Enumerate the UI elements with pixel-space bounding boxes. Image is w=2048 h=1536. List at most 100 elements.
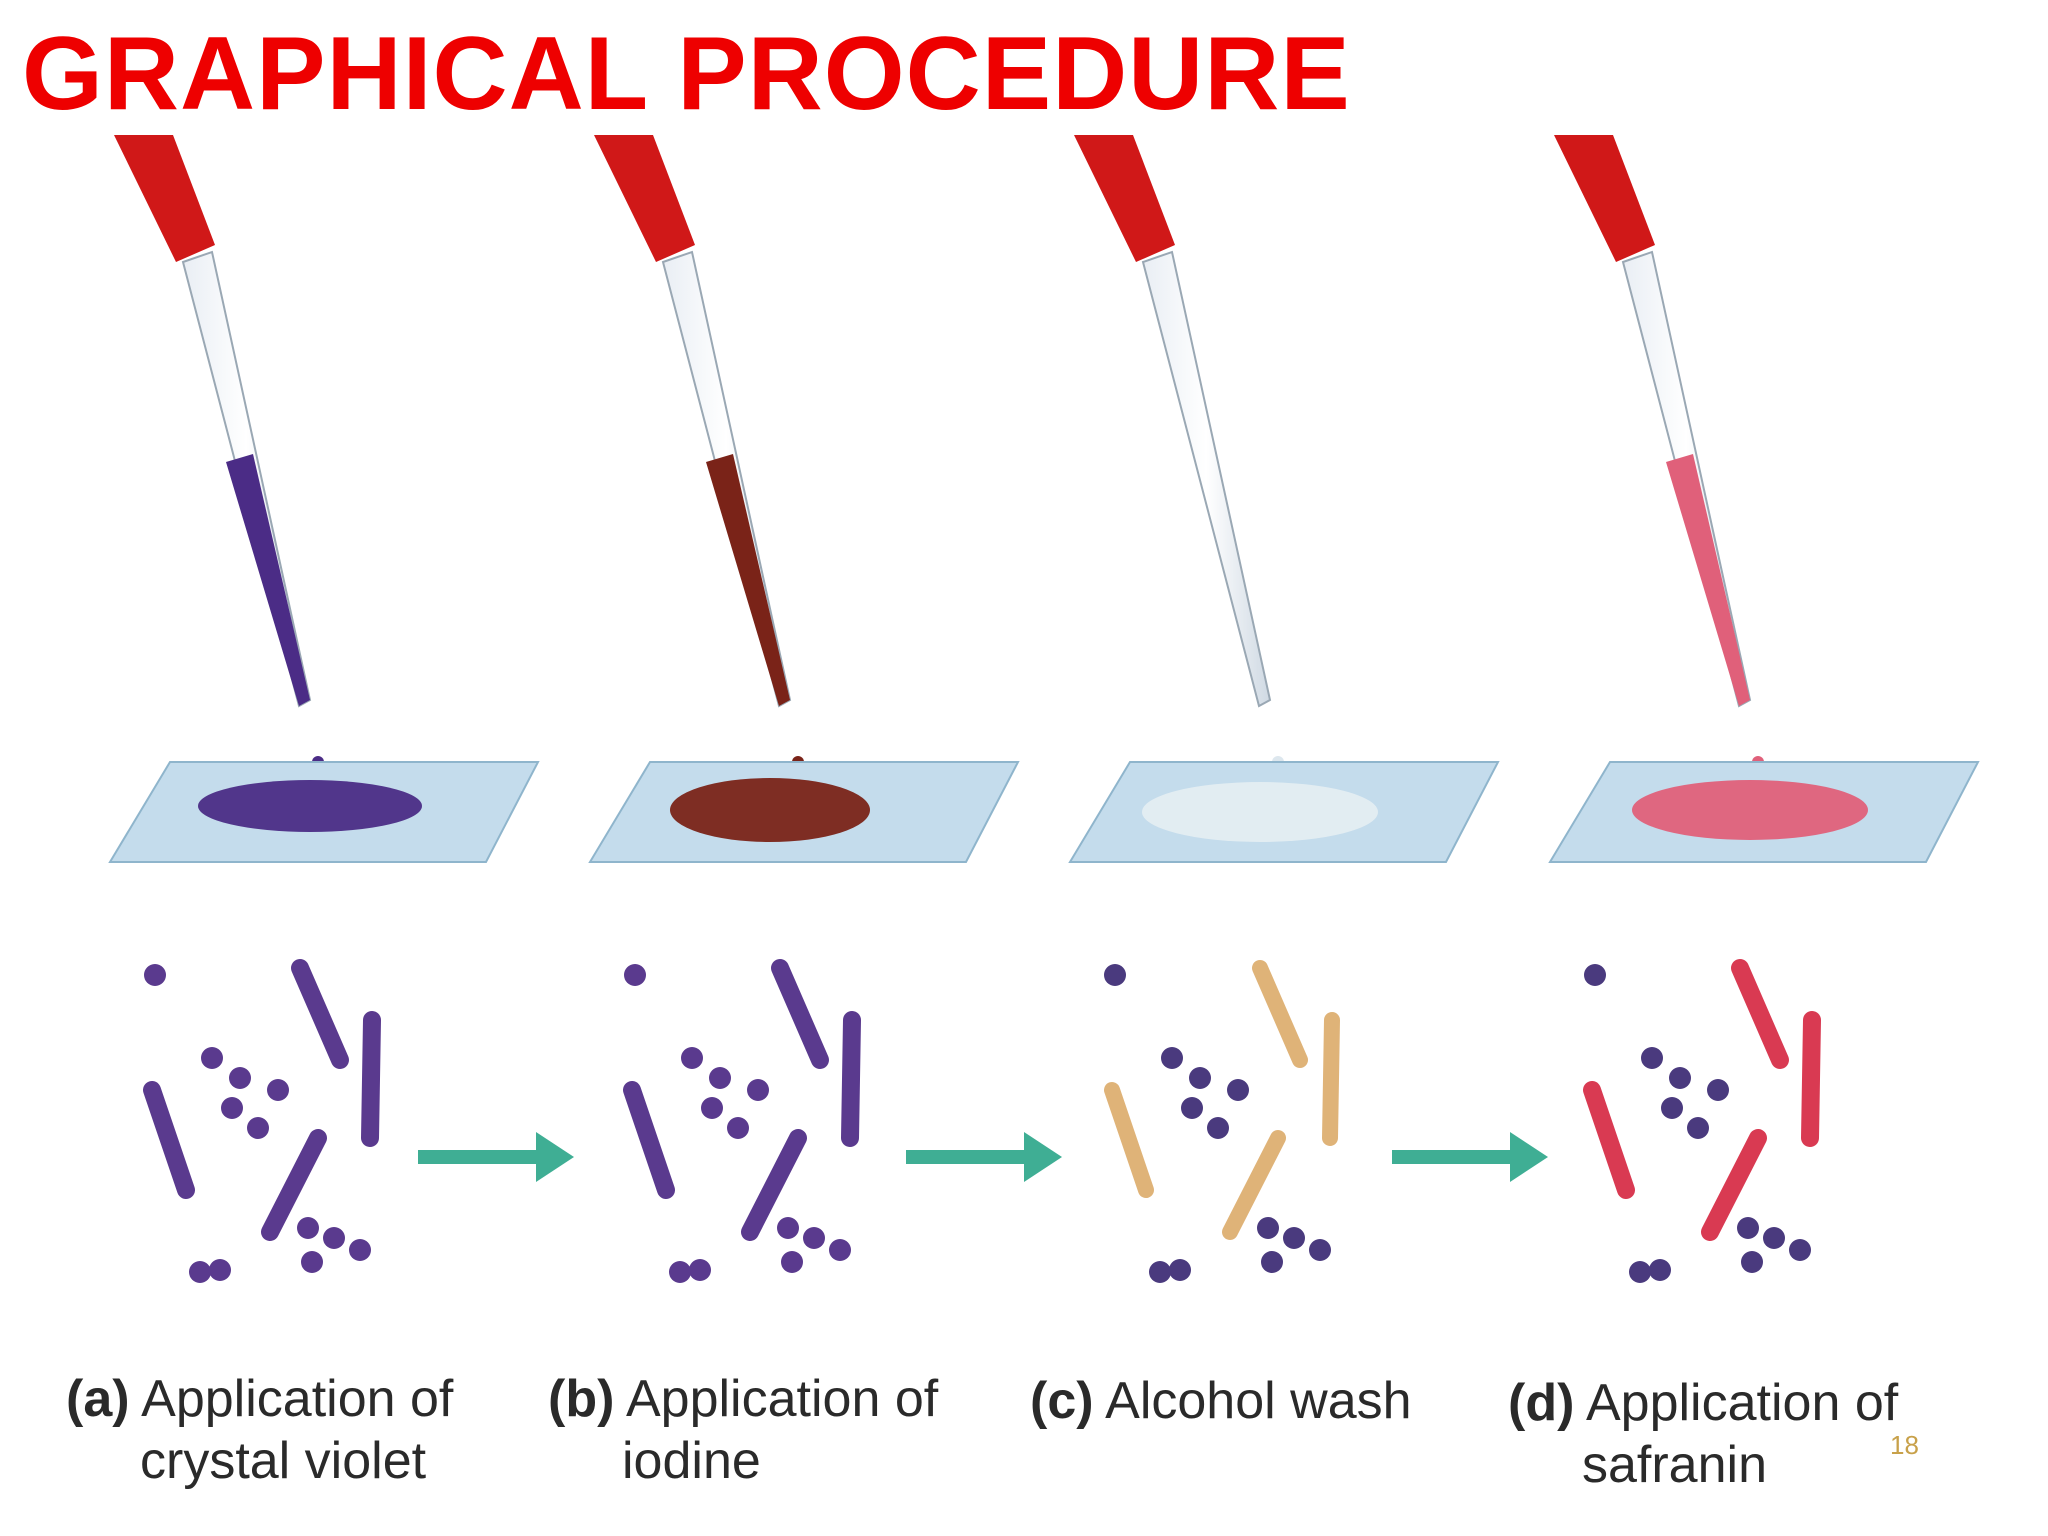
stain-b: [670, 778, 870, 842]
page-number: 18: [1890, 1430, 1919, 1460]
coccus: [747, 1079, 769, 1101]
coccus: [1169, 1259, 1191, 1281]
bacillus: [1801, 1011, 1821, 1147]
bacillus: [1583, 1081, 1635, 1199]
coccus: [247, 1117, 269, 1139]
dropper-c: [1074, 135, 1284, 768]
dropper-bulb: [1554, 135, 1655, 262]
coccus: [624, 964, 646, 986]
coccus: [1584, 964, 1606, 986]
coccus: [349, 1239, 371, 1261]
bacillus: [741, 1129, 807, 1241]
bacteria-c: [1104, 960, 1340, 1283]
dropper-b: [594, 135, 804, 768]
coccus: [201, 1047, 223, 1069]
bacillus: [1104, 1082, 1154, 1198]
coccus: [701, 1097, 723, 1119]
coccus: [301, 1251, 323, 1273]
caption-letter: (a): [66, 1370, 130, 1428]
bacillus: [1701, 1129, 1767, 1241]
coccus: [1687, 1117, 1709, 1139]
coccus: [1789, 1239, 1811, 1261]
caption-line1: Alcohol wash: [1105, 1372, 1412, 1430]
caption-letter: (c): [1030, 1372, 1094, 1430]
coccus: [221, 1097, 243, 1119]
coccus: [1661, 1097, 1683, 1119]
coccus: [1257, 1217, 1279, 1239]
coccus: [727, 1117, 749, 1139]
coccus: [1309, 1239, 1331, 1261]
coccus: [669, 1261, 691, 1283]
coccus: [1104, 964, 1126, 986]
caption-line1: Application of: [141, 1370, 454, 1428]
coccus: [1189, 1067, 1211, 1089]
coccus: [1261, 1251, 1283, 1273]
bacillus: [261, 1129, 327, 1241]
bacillus: [1252, 960, 1308, 1068]
coccus: [1763, 1227, 1785, 1249]
caption-line2: crystal violet: [140, 1432, 427, 1490]
bacillus: [1222, 1130, 1286, 1240]
dropper-bulb: [594, 135, 695, 262]
step-b: [588, 135, 1020, 1283]
caption-line1: Application of: [625, 1370, 939, 1428]
arrow-b-to-c: [906, 1132, 1062, 1182]
dropper-bulb: [1074, 135, 1175, 262]
caption-letter: (d): [1508, 1374, 1575, 1432]
coccus: [689, 1259, 711, 1281]
step-a: [108, 135, 540, 1283]
caption-d: (d) Application of safranin: [1508, 1372, 1898, 1496]
bacillus: [623, 1081, 675, 1199]
caption-a: (a) Application of crystal violet: [66, 1368, 453, 1492]
arrow-c-to-d: [1392, 1132, 1548, 1182]
coccus: [1641, 1047, 1663, 1069]
bacteria-a: [143, 959, 381, 1283]
step-c: [1068, 135, 1500, 1283]
dropper-d: [1554, 135, 1764, 768]
coccus: [1283, 1227, 1305, 1249]
coccus: [709, 1067, 731, 1089]
coccus: [777, 1217, 799, 1239]
coccus: [681, 1047, 703, 1069]
coccus: [1207, 1117, 1229, 1139]
coccus: [229, 1067, 251, 1089]
coccus: [209, 1259, 231, 1281]
coccus: [1741, 1251, 1763, 1273]
caption-line1: Application of: [1585, 1374, 1899, 1432]
page-title: GRAPHICAL PROCEDURE: [22, 16, 1351, 132]
arrow-a-to-b: [418, 1132, 574, 1182]
bacillus: [841, 1011, 861, 1147]
coccus: [297, 1217, 319, 1239]
coccus: [144, 964, 166, 986]
gram-stain-diagram: [108, 135, 1980, 1283]
stain-c: [1142, 782, 1378, 842]
bacillus: [361, 1011, 381, 1147]
coccus: [829, 1239, 851, 1261]
coccus: [803, 1227, 825, 1249]
bacillus: [143, 1081, 195, 1199]
caption-line2: safranin: [1582, 1436, 1767, 1494]
bacillus: [291, 959, 349, 1069]
coccus: [1669, 1067, 1691, 1089]
coccus: [1161, 1047, 1183, 1069]
coccus: [323, 1227, 345, 1249]
coccus: [1649, 1259, 1671, 1281]
coccus: [267, 1079, 289, 1101]
coccus: [1629, 1261, 1651, 1283]
coccus: [1181, 1097, 1203, 1119]
bacillus: [771, 959, 829, 1069]
dropper-tube: [1141, 250, 1272, 708]
bacillus: [1731, 959, 1789, 1069]
bacteria-b: [623, 959, 861, 1283]
bacteria-d: [1583, 959, 1821, 1283]
caption-letter: (b): [548, 1370, 615, 1428]
dropper-bulb: [114, 135, 215, 262]
coccus: [1227, 1079, 1249, 1101]
coccus: [189, 1261, 211, 1283]
coccus: [1149, 1261, 1171, 1283]
caption-c: (c) Alcohol wash: [1030, 1370, 1412, 1432]
caption-line2: iodine: [622, 1432, 761, 1490]
stain-d: [1632, 780, 1868, 840]
coccus: [1737, 1217, 1759, 1239]
dropper-liquid: [1666, 454, 1750, 706]
